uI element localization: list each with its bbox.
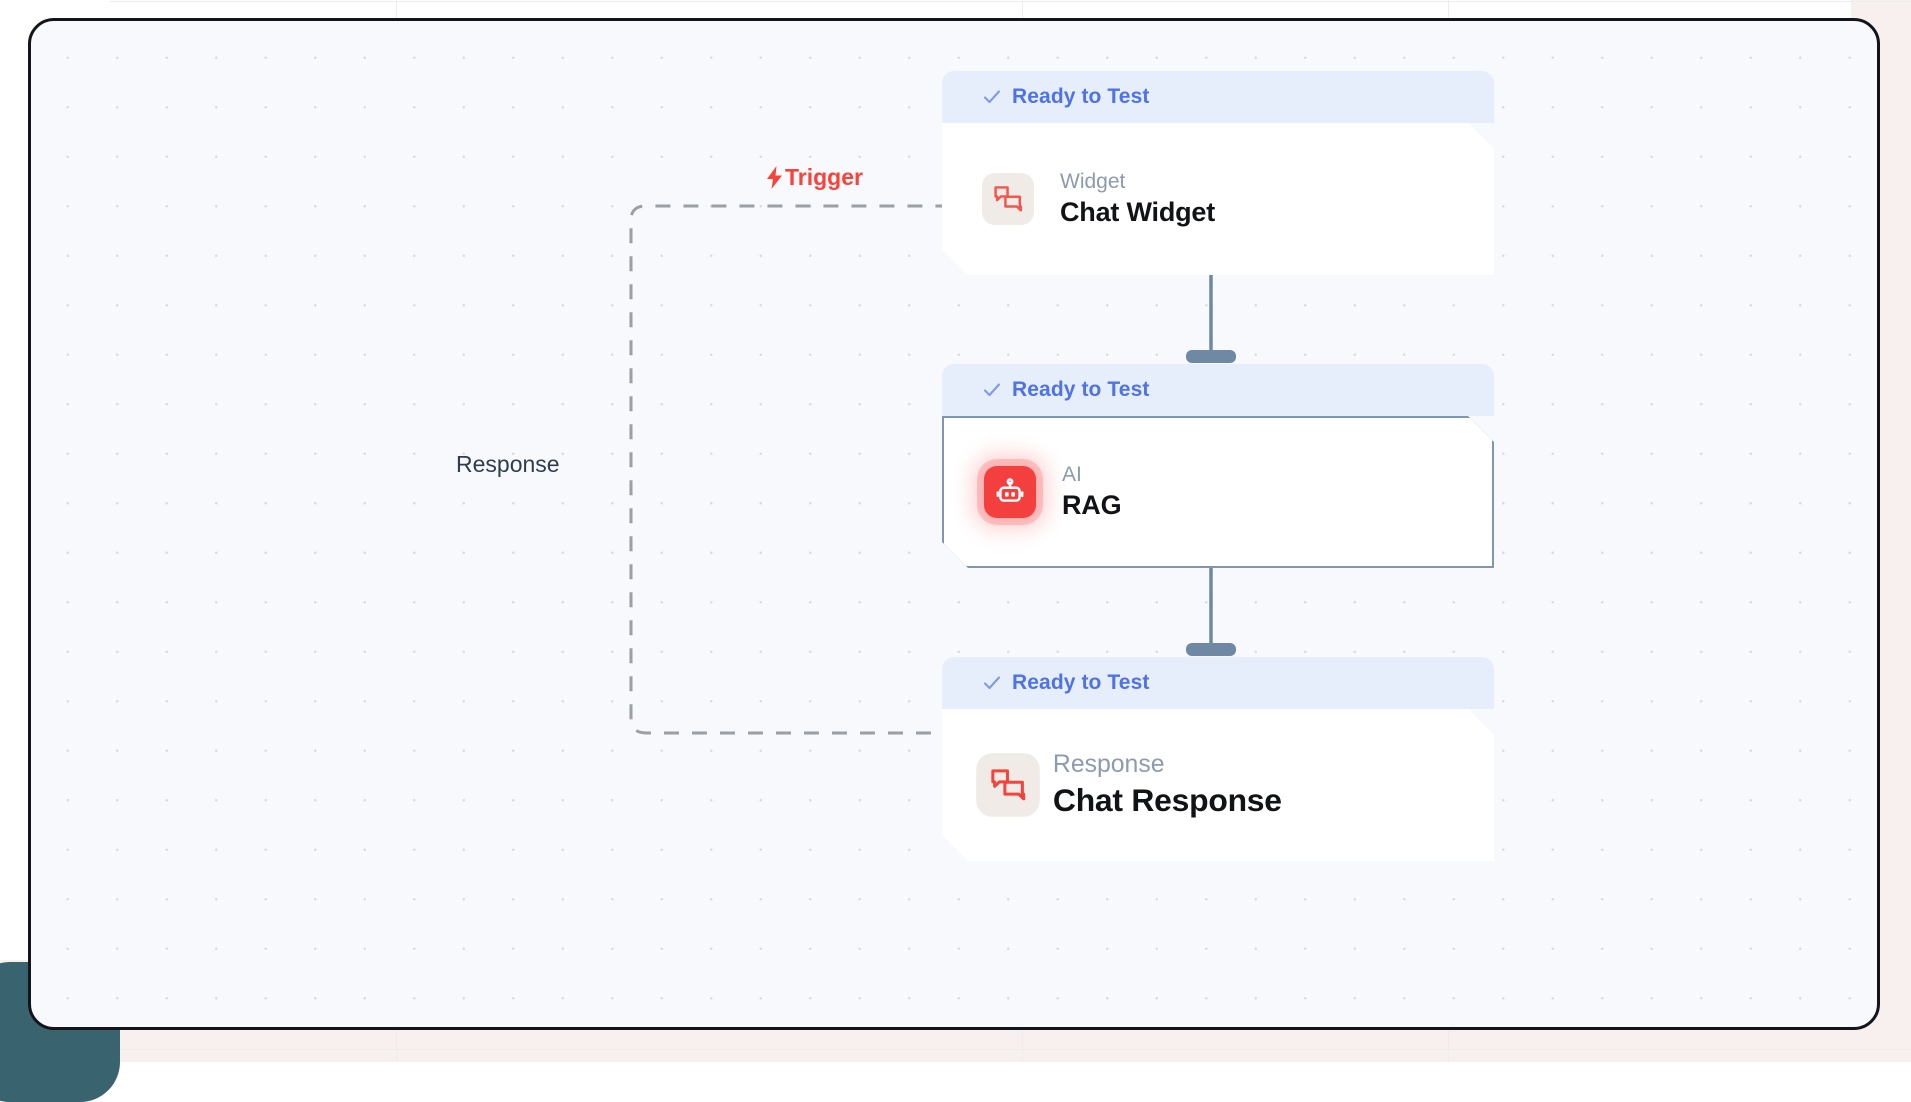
check-icon (983, 383, 1001, 397)
edge-label-response-text: Response (456, 451, 560, 477)
node-chat-widget[interactable]: Ready to Test Widget Chat Widget (942, 71, 1494, 275)
node-status-label: Ready to Test (1012, 378, 1150, 401)
node-kind-label: Response (1052, 750, 1165, 778)
node-rag[interactable]: Ready to Test AI RAG (942, 364, 1494, 568)
node-body[interactable]: Widget Chat Widget (942, 123, 1494, 275)
node-kind-label: Widget (1060, 169, 1126, 193)
edge-response-to-widget[interactable] (629, 204, 959, 735)
edge-label-trigger: Trigger (766, 164, 863, 191)
chat-bubbles-icon-chip (976, 753, 1039, 816)
node-body[interactable]: Response Chat Response (942, 709, 1494, 861)
chat-bubbles-icon (990, 767, 1027, 804)
node-text: Response Chat Response (1053, 751, 1282, 820)
chat-bubbles-icon-chip (982, 173, 1034, 225)
backdrop-gridline (0, 1049, 1911, 1050)
robot-icon (995, 477, 1025, 507)
node-title-label: Chat Response (1052, 782, 1282, 819)
workflow-canvas[interactable]: Trigger Response Ready to Test Widget Ch… (28, 18, 1880, 1030)
check-icon (983, 90, 1001, 104)
check-icon (983, 676, 1001, 690)
robot-icon-chip (984, 466, 1036, 518)
edge-label-response: Response (456, 451, 560, 478)
node-title-label: Chat Widget (1060, 197, 1216, 228)
node-body[interactable]: AI RAG (942, 416, 1494, 568)
node-text: AI RAG (1062, 463, 1121, 521)
node-status-label: Ready to Test (1012, 85, 1150, 108)
chat-bubbles-icon (993, 184, 1023, 214)
node-title-label: RAG (1062, 490, 1122, 521)
edge-label-trigger-text: Trigger (785, 164, 863, 190)
node-status-bar: Ready to Test (942, 71, 1494, 123)
lightning-bolt-icon (767, 166, 782, 189)
node-status-bar: Ready to Test (942, 657, 1494, 709)
node-chat-response[interactable]: Ready to Test Response Chat Response (942, 657, 1494, 861)
node-kind-label: AI (1062, 462, 1082, 486)
node-status-label: Ready to Test (1012, 671, 1150, 694)
node-status-bar: Ready to Test (942, 364, 1494, 416)
backdrop-gridline (0, 1, 1911, 2)
node-text: Widget Chat Widget (1060, 170, 1215, 228)
